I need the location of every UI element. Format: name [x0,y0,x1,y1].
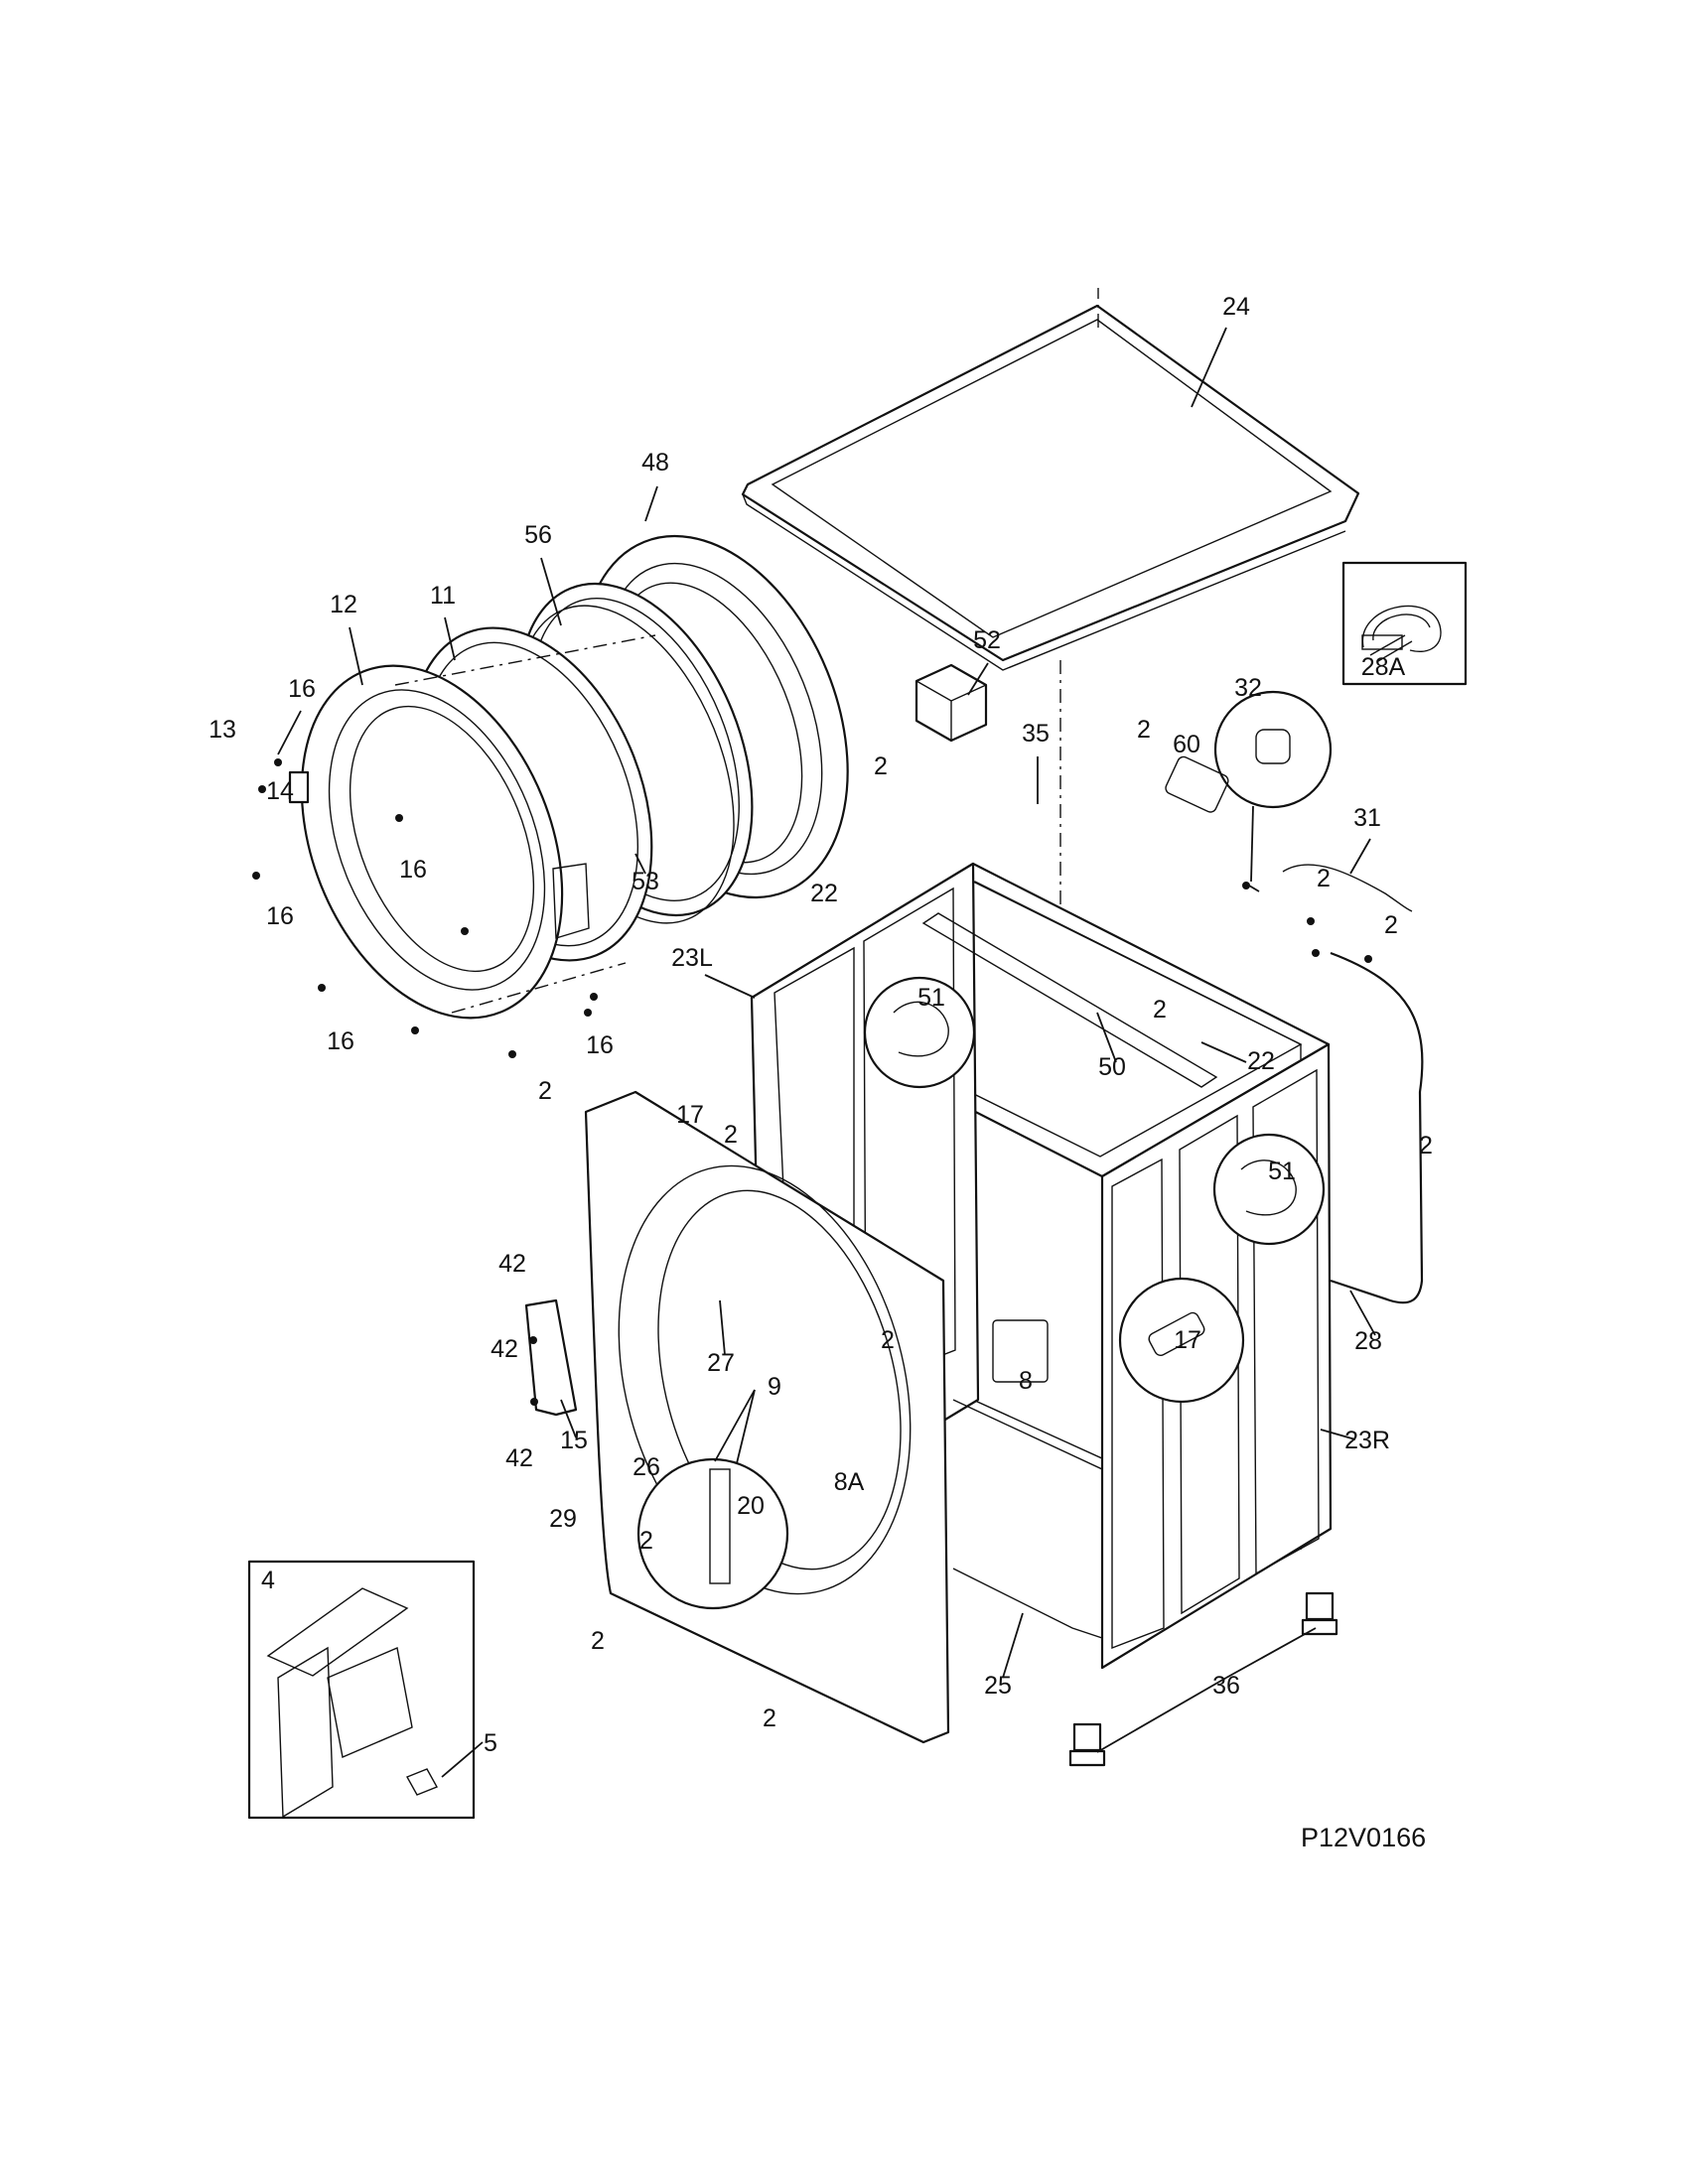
callout-c24: 24 [1222,293,1250,321]
callout-c60: 60 [1173,731,1200,758]
callout-c2h: 2 [1419,1132,1433,1160]
callout-c9: 9 [768,1373,781,1401]
callout-c50: 50 [1098,1053,1126,1081]
callout-c16b: 16 [399,856,427,884]
callout-c36: 36 [1212,1672,1240,1700]
callout-c16a: 16 [288,675,316,703]
callout-c26: 26 [633,1453,660,1481]
hose-clamp-inset [1341,561,1468,686]
callout-c56: 56 [524,521,552,549]
top-panel [741,288,1360,978]
callout-c2c: 2 [1317,865,1331,892]
leader-lines [277,327,1376,1778]
callout-c16d: 16 [327,1027,354,1055]
callout-c2e: 2 [1153,996,1167,1024]
callout-c2j: 2 [639,1527,653,1555]
callout-c2i: 2 [881,1326,895,1354]
callout-c52: 52 [973,626,1001,654]
callout-c2f: 2 [538,1077,552,1105]
callout-c23R: 23R [1344,1427,1390,1454]
callout-c51a: 51 [917,984,945,1012]
callout-c48: 48 [641,449,669,477]
callout-c14: 14 [266,777,294,805]
callout-c2d: 2 [1384,911,1398,939]
door-screws [252,758,598,1058]
callout-c20: 20 [737,1492,765,1520]
door-assembly [288,534,849,1020]
callout-c16e: 16 [586,1031,614,1059]
callout-c16c: 16 [266,902,294,930]
callout-c25: 25 [984,1672,1012,1700]
door-hinge-15 [524,1298,578,1417]
callout-c53: 53 [632,868,659,895]
callout-c17b: 17 [1174,1326,1201,1354]
callout-c15: 15 [560,1427,588,1454]
callout-c4: 4 [261,1567,275,1594]
callout-c28A: 28A [1361,653,1406,681]
callout-c12: 12 [330,591,357,618]
callout-c2k: 2 [591,1627,605,1655]
callout-c42a: 42 [498,1250,526,1278]
callout-c5: 5 [484,1729,497,1757]
callout-c17a: 17 [676,1101,704,1129]
callout-c8: 8 [1019,1367,1033,1395]
control-board-inset [247,1560,476,1820]
callout-c51b: 51 [1268,1158,1296,1185]
callout-c31: 31 [1353,804,1381,832]
callout-c2g: 2 [724,1121,738,1149]
callout-c32: 32 [1234,674,1262,702]
callout-c2l: 2 [763,1705,776,1732]
control-box [914,663,988,743]
leveling-feet [1068,1591,1338,1767]
callout-c11: 11 [430,582,456,610]
callout-c42c: 42 [505,1444,533,1472]
figure-code: P12V0166 [1301,1823,1426,1852]
callout-c29: 29 [549,1505,577,1533]
callout-c2b: 2 [1137,716,1151,744]
callout-c28: 28 [1354,1327,1382,1355]
detail-circles [636,976,1326,1610]
upper-right-parts [1165,690,1413,963]
callout-c23L: 23L [671,944,713,972]
callout-c13: 13 [209,716,236,744]
callout-c27: 27 [707,1349,735,1377]
callout-c8A: 8A [834,1468,865,1496]
callout-c22a: 22 [810,880,838,907]
callout-c35: 35 [1022,720,1050,748]
callout-c22b: 22 [1247,1047,1275,1075]
callout-c42b: 42 [491,1335,518,1363]
callout-c2a: 2 [874,752,888,780]
